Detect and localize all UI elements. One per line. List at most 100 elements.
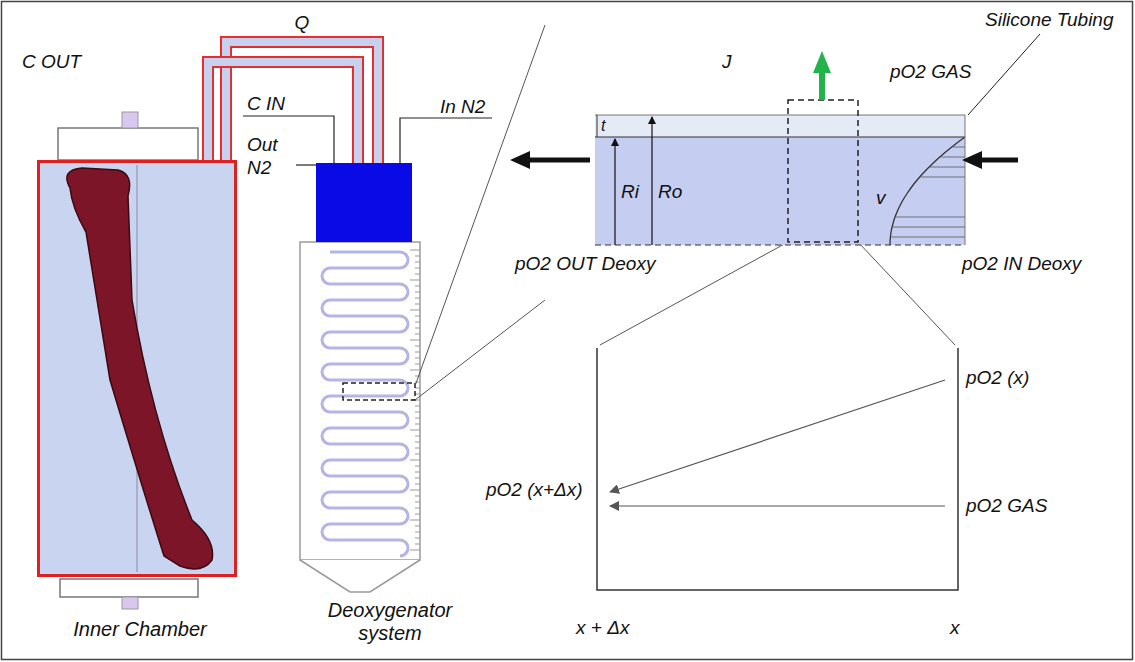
plot-label: pO2 GAS <box>966 494 1047 517</box>
po2-gradient-arrow <box>610 380 945 492</box>
tick <box>415 514 420 515</box>
tick <box>415 346 420 347</box>
port-label: C OUT <box>22 50 81 73</box>
tick <box>415 304 420 305</box>
deoxygenator-tube <box>300 242 420 560</box>
wall-inner-line <box>595 136 965 137</box>
tick <box>415 442 420 443</box>
velocity-line <box>930 167 965 168</box>
leader-line <box>968 34 1040 115</box>
tick <box>415 418 420 419</box>
tick <box>415 448 420 449</box>
gas-label: In N2 <box>440 95 485 118</box>
tick <box>415 406 420 407</box>
tick <box>415 544 420 545</box>
tick <box>415 256 420 257</box>
outlet-nub <box>122 112 138 128</box>
tick <box>415 286 420 287</box>
tick <box>415 484 420 485</box>
tubing-lumen <box>595 137 965 245</box>
dimension-label: Ro <box>658 180 682 203</box>
out-n2-line <box>296 164 316 165</box>
tick <box>415 358 420 359</box>
silicone-coil <box>322 252 408 556</box>
tick <box>415 316 420 317</box>
zoom-line <box>415 300 545 400</box>
profile-curve <box>890 137 965 245</box>
tick <box>410 520 420 521</box>
tick <box>410 250 420 251</box>
outflow-arrow <box>520 158 590 163</box>
tube-lumen <box>208 62 358 163</box>
gas-label: Out N2 <box>247 133 297 179</box>
velocity-line <box>891 237 965 238</box>
tick <box>415 502 420 503</box>
tick <box>415 454 420 455</box>
centerline <box>595 245 965 246</box>
velocity-label: v <box>876 186 886 209</box>
node-label: Inner Chamber <box>45 618 235 641</box>
velocity-profile <box>890 115 965 245</box>
po2-label: pO2 OUT Deoxy <box>515 252 655 275</box>
axis-label: x <box>950 616 960 639</box>
velocity-line <box>896 217 965 218</box>
tick <box>410 280 420 281</box>
ri-arrow <box>614 139 615 245</box>
tick <box>415 472 420 473</box>
dimension-label: t <box>601 116 605 135</box>
tick <box>410 370 420 371</box>
tick <box>415 382 420 383</box>
node-label: Deoxygenator system <box>315 599 465 645</box>
ro-arrow <box>651 117 652 245</box>
inlet-nub <box>122 597 138 609</box>
tick <box>415 262 420 263</box>
tick <box>415 538 420 539</box>
tube-end <box>965 115 966 245</box>
velocity-line <box>921 177 965 178</box>
tick <box>410 310 420 311</box>
tick <box>415 352 420 353</box>
zoom-line <box>858 242 955 345</box>
plot-box <box>597 348 958 590</box>
plot-label: pO2 (x) <box>966 366 1029 389</box>
thickness-tick <box>597 115 598 137</box>
tick <box>415 298 420 299</box>
in-n2-line <box>400 118 492 163</box>
tick <box>415 508 420 509</box>
tick <box>410 340 420 341</box>
tick <box>415 328 420 329</box>
tube-wall <box>208 62 358 163</box>
deoxygenator-cone <box>300 560 420 592</box>
part-label: Silicone Tubing <box>985 8 1114 31</box>
tick <box>415 334 420 335</box>
tubing-connector <box>208 42 378 163</box>
zoom-line <box>415 25 545 386</box>
tick <box>415 274 420 275</box>
bone-tissue <box>67 168 213 569</box>
dimension-label: Ri <box>621 180 639 203</box>
chamber-top-cap <box>58 128 198 160</box>
chamber-bottom-cap <box>60 579 198 597</box>
tick <box>415 424 420 425</box>
tick <box>410 490 420 491</box>
tick <box>410 460 420 461</box>
flux-label: J <box>722 50 732 73</box>
tick <box>415 496 420 497</box>
chamber-fluid <box>39 162 235 575</box>
gas-po2-label: pO2 GAS <box>890 60 971 83</box>
plot-label: pO2 (x+Δx) <box>486 478 583 501</box>
tick <box>415 436 420 437</box>
chamber-box: Inner Chamber <box>37 160 237 577</box>
tick <box>415 268 420 269</box>
tick <box>415 292 420 293</box>
tick <box>415 478 420 479</box>
tick <box>415 364 420 365</box>
flux-arrow <box>819 62 825 100</box>
axis-label: x + Δx <box>576 616 629 639</box>
zoom-box <box>343 383 415 400</box>
control-volume <box>788 100 858 242</box>
tick <box>410 550 420 551</box>
